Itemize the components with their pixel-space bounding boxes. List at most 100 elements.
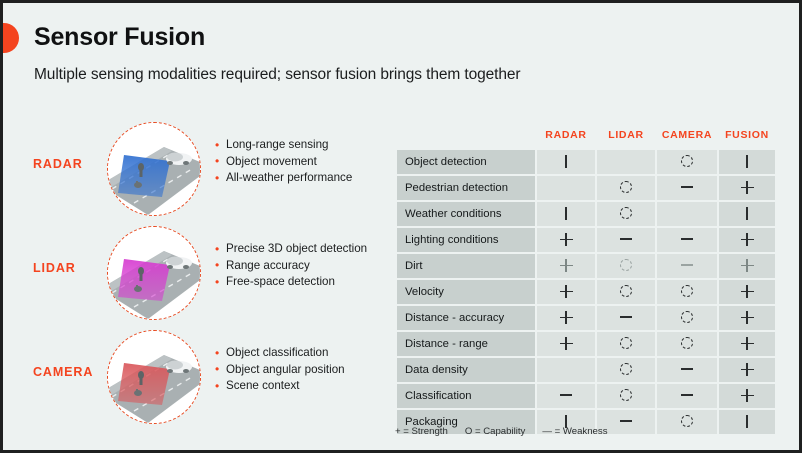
row-label: Lighting conditions [397,228,535,252]
symbol-strength-partial [746,415,748,428]
row-label: Weather conditions [397,202,535,226]
symbol-weakness [560,394,572,396]
table-row: Weather conditions [397,202,775,226]
symbol-strength [740,363,754,376]
cell-camera [657,384,717,408]
cell-camera [657,306,717,330]
cell-radar [537,228,595,252]
cell-fusion [719,358,775,382]
symbol-strength-partial [565,155,567,168]
symbol-capability [620,285,632,297]
cell-camera [657,332,717,356]
table-row: Pedestrian detection [397,176,775,200]
accent-dot-icon [3,23,19,53]
table-row: Distance - range [397,332,775,356]
bullet-item: All-weather performance [215,170,352,187]
table-row: Lighting conditions [397,228,775,252]
page-title: Sensor Fusion [34,23,206,51]
modality-radar: RADARLong-range sensingObject movementAl… [19,119,389,223]
cell-camera [657,202,717,226]
table-header-blank [397,127,535,148]
modality-label: CAMERA [33,365,94,379]
cell-lidar [597,228,655,252]
cell-lidar [597,410,655,434]
symbol-capability [620,259,632,271]
bullet-item: Scene context [215,378,345,395]
row-label: Dirt [397,254,535,278]
cell-fusion [719,254,775,278]
symbol-weakness [620,316,632,318]
column-header-lidar: LIDAR [608,129,644,141]
symbol-strength [740,259,754,272]
page-subtitle: Multiple sensing modalities required; se… [34,66,521,83]
symbol-strength [559,311,573,324]
modality-camera: CAMERA Object classificationObject angula… [19,327,389,431]
row-label: Packaging [397,410,535,434]
cell-camera [657,176,717,200]
column-header-radar: RADAR [545,129,587,141]
symbol-strength [559,259,573,272]
modality-label: LIDAR [33,261,76,275]
cell-lidar [597,202,655,226]
cell-radar [537,254,595,278]
column-header-camera: CAMERA [661,129,713,141]
cell-camera [657,150,717,174]
row-label: Pedestrian detection [397,176,535,200]
cell-fusion [719,306,775,330]
cell-fusion [719,384,775,408]
symbol-weakness [681,264,693,266]
symbol-strength [740,337,754,350]
symbol-capability [681,155,693,167]
symbol-strength [740,233,754,246]
table-header-row: RADAR LIDAR CAMERA FUSION [397,127,775,148]
modality-label: RADAR [33,157,83,171]
table-row: Classification [397,384,775,408]
cell-fusion [719,280,775,304]
row-label: Data density [397,358,535,382]
cell-camera [657,410,717,434]
cell-fusion [719,176,775,200]
cell-lidar [597,254,655,278]
table-row: Object detection [397,150,775,174]
cell-fusion [719,150,775,174]
symbol-strength-partial [565,415,567,428]
cell-camera [657,228,717,252]
bullet-item: Precise 3D object detection [215,241,367,258]
table-row: Velocity [397,280,775,304]
cell-fusion [719,410,775,434]
legend-item: O = Capability [464,426,526,437]
symbol-weakness [681,368,693,370]
symbol-strength [559,285,573,298]
cell-fusion [719,202,775,226]
row-label: Object detection [397,150,535,174]
symbol-strength [740,311,754,324]
symbol-capability [620,181,632,193]
bullet-item: Long-range sensing [215,137,352,154]
symbol-strength-partial [746,155,748,168]
cell-radar [537,280,595,304]
capability-matrix: RADAR LIDAR CAMERA FUSION Object detecti… [395,125,775,436]
cell-radar [537,202,595,226]
symbol-weakness [681,238,693,240]
symbol-weakness [620,420,632,422]
cell-fusion [719,332,775,356]
legend-item: + = Strength [395,426,448,437]
bullet-item: Object angular position [215,361,345,379]
symbol-capability [681,337,693,349]
cell-lidar [597,306,655,330]
modality-thumbnail-camera-icon [107,330,201,424]
bullet-item: Range accuracy [215,257,367,275]
cell-radar [537,332,595,356]
symbol-weakness [620,238,632,240]
modality-bullets: Object classificationObject angular posi… [215,345,345,395]
modality-list: RADARLong-range sensingObject movementAl… [19,119,389,431]
table-row: Packaging [397,410,775,434]
modality-lidar: LIDAR Precise 3D object detectionRange ac… [19,223,389,327]
symbol-capability [620,337,632,349]
cell-lidar [597,280,655,304]
cell-radar [537,306,595,330]
cell-fusion [719,228,775,252]
symbol-strength-partial [565,207,567,220]
cell-lidar [597,358,655,382]
